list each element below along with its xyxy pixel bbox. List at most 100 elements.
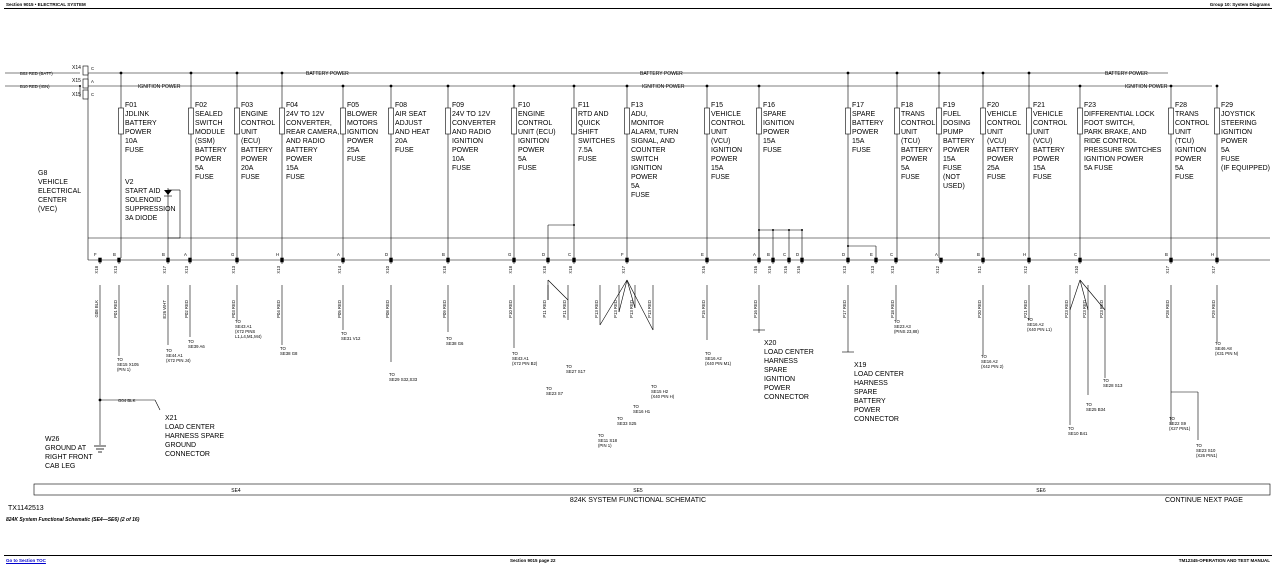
destination-label: SE38 G8 [280, 351, 298, 356]
fuse-f09-desc: FUSE [452, 165, 471, 172]
destination-label: TO [981, 354, 988, 359]
fuse-f20-desc: 25A [987, 165, 1000, 172]
fuse-f03-id: F03 [241, 102, 253, 109]
fuse-f18-id: F18 [901, 102, 913, 109]
x19-connector-label: CONNECTOR [854, 416, 899, 423]
destination-label: SE39 A6 [188, 344, 205, 349]
fuse-f08-symbol [388, 107, 394, 135]
fuse-f15-desc: FUSE [711, 174, 730, 181]
junction-dot [625, 84, 629, 88]
x20-connector-label: IGNITION [764, 376, 795, 383]
junction-dot [895, 71, 899, 75]
w26-ground-label: CAB LEG [45, 463, 75, 470]
wire-label: P13 RED [647, 300, 652, 318]
x19-connector-label: X19 [854, 362, 867, 369]
fuse-f21-desc: FUSE [1033, 174, 1052, 181]
vec-label: ELECTRICAL [38, 188, 81, 195]
fuse-f20-symbol [980, 107, 986, 135]
junction-dot [341, 84, 345, 88]
connector-pin-0 [98, 257, 102, 263]
wire-label: P15 RED [701, 300, 706, 318]
fuse-f17-desc: POWER [852, 129, 878, 136]
connector-id: X17 [621, 265, 626, 273]
battery-power-label: BATTERY POWER [306, 71, 349, 77]
connector-pin-2 [166, 257, 170, 263]
destination-label: TO [633, 404, 640, 409]
destination-label: L1,L4,M1,M4) [235, 334, 262, 339]
fuse-f19-desc: DOSING [943, 120, 971, 127]
toc-link[interactable]: Go to Section TOC [6, 558, 46, 563]
fuse-f16-symbol [756, 107, 762, 135]
pin-letter: G [508, 252, 512, 257]
destination-label: SE16 H1 [633, 409, 651, 414]
fuse-f04-desc: AND RADIO [286, 138, 325, 145]
destination-label: SE22 S9 [1169, 421, 1187, 426]
destination-label: SE43 A1 [512, 356, 529, 361]
diode-v2-desc: 3A DIODE [125, 215, 158, 222]
connector-id: X18 [568, 265, 573, 273]
destination-label: TO [1196, 443, 1203, 448]
connector-id: X11 [977, 265, 982, 273]
fuse-f19-desc: 15A [943, 156, 956, 163]
x20-connector-label: HARNESS [764, 358, 798, 365]
fuse-f18-desc: CONTROL [901, 120, 935, 127]
junction-dot [1027, 71, 1031, 75]
fuse-f18-desc: 5A [901, 165, 910, 172]
connector-pin-1 [117, 257, 121, 263]
fuse-f10-symbol [511, 107, 517, 135]
fuse-f16-desc: FUSE [763, 147, 782, 154]
destination-label: TO [1086, 402, 1093, 407]
fuse-f13-desc: FUSE [631, 192, 650, 199]
pin-letter: B [977, 252, 980, 257]
connector-id: X17 [1165, 265, 1170, 273]
fuse-f20-id: F20 [987, 102, 999, 109]
connector-id: X18 [542, 265, 547, 273]
header-rule [4, 8, 1272, 9]
fuse-f02-desc: (SSM) [195, 138, 215, 145]
fuse-f05-desc: 25A [347, 147, 360, 154]
destination-label: (X31 PIN N) [1215, 351, 1239, 356]
connector-id: X17 [162, 265, 167, 273]
fuse-f28-desc: TRANS [1175, 111, 1199, 118]
destination-label: (X26 PIN1) [1196, 453, 1218, 458]
destination-label: TO [341, 331, 348, 336]
x14-pin-c: C [91, 66, 94, 71]
wire-label: P16 RED [753, 300, 758, 318]
battery-power-label: BATTERY POWER [1105, 71, 1148, 77]
destination-label: TO [235, 319, 242, 324]
fuse-f05-desc: FUSE [347, 156, 366, 163]
pin-letter: F [94, 252, 97, 257]
destination-label: TO [280, 346, 287, 351]
pin-letter: D [542, 252, 545, 257]
connector-id: X17 [1211, 265, 1216, 273]
pin-letter: C [1074, 252, 1077, 257]
pin-letter: A [753, 252, 756, 257]
diode-v2-desc: START AID [125, 188, 160, 195]
fuse-f23-desc: PARK BRAKE, AND [1084, 129, 1147, 136]
vec-label: G8 [38, 170, 47, 177]
fuse-f28-desc: 5A [1175, 165, 1184, 172]
fuse-f23-desc: RIDE CONTROL [1084, 138, 1137, 145]
destination-label: SE25 B34 [1086, 407, 1106, 412]
fuse-f01-desc: BATTERY [125, 120, 157, 127]
wire-label: P20 RED [977, 300, 982, 318]
destination-label: TO [389, 372, 396, 377]
fuse-f10-desc: IGNITION [518, 138, 549, 145]
fuse-f29-desc: POWER [1221, 138, 1247, 145]
fuse-f09-desc: AND RADIO [452, 129, 491, 136]
x20-connector-label: X20 [764, 340, 777, 347]
destination-label: SE46 A8 [1215, 346, 1232, 351]
fuse-f23-id: F23 [1084, 102, 1096, 109]
fuse-f05-symbol [340, 107, 346, 135]
wire-label: P13 RED [629, 300, 634, 318]
header-group-title: Group 10: System Diagrams [1209, 2, 1270, 7]
destination-label: TO [705, 351, 712, 356]
fuse-f15-desc: 15A [711, 165, 724, 172]
fuse-f29-symbol [1214, 107, 1220, 135]
p13-fanout [618, 279, 628, 313]
fuse-f13-desc: SIGNAL, AND [631, 138, 675, 145]
x20-connector-label: LOAD CENTER [764, 349, 814, 356]
x15a-label: X15 [72, 78, 81, 84]
fuse-f17-desc: FUSE [852, 147, 871, 154]
fuse-f29-desc: (IF EQUIPPED) [1221, 165, 1270, 172]
